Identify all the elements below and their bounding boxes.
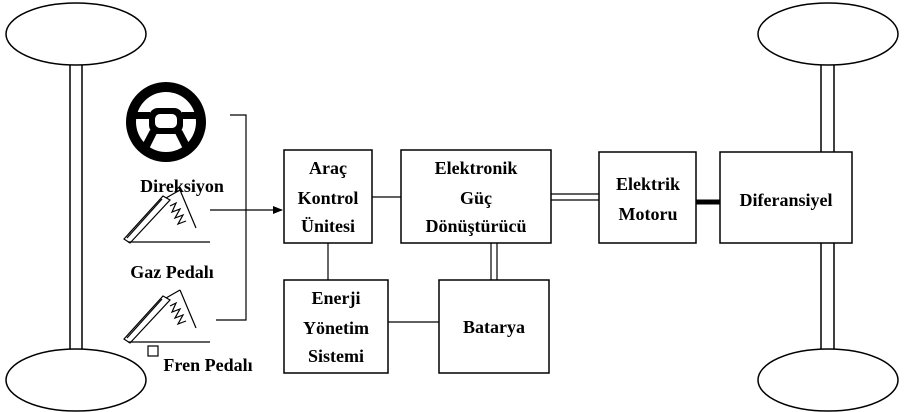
svg-text:Ünitesi: Ünitesi	[301, 216, 355, 236]
svg-text:Güç: Güç	[460, 188, 492, 208]
brake-pedal-label: Fren Pedalı	[163, 355, 252, 375]
svg-text:Enerji: Enerji	[312, 288, 361, 308]
svg-text:Elektronik: Elektronik	[435, 158, 518, 178]
gas-pedal-icon	[123, 189, 210, 244]
svg-text:Elektrik: Elektrik	[616, 174, 680, 194]
vehicle-control-unit-block: Araç Kontrol Ünitesi	[283, 149, 373, 244]
right-front-wheel	[757, 2, 899, 66]
svg-text:Yönetim: Yönetim	[303, 318, 369, 338]
svg-text:Kontrol: Kontrol	[298, 188, 359, 208]
gas-pedal-label: Gaz Pedalı	[130, 262, 214, 282]
svg-text:Diferansiyel: Diferansiyel	[740, 190, 833, 210]
electric-motor-block: Elektrik Motoru	[598, 151, 697, 244]
left-axle	[5, 2, 147, 412]
svg-text:Araç: Araç	[309, 158, 347, 178]
steering-wheel-icon	[126, 82, 206, 162]
steering-label: Direksiyon	[140, 176, 224, 196]
left-front-wheel	[5, 2, 147, 66]
connections	[327, 193, 720, 323]
right-rear-wheel	[757, 348, 899, 412]
svg-text:Batarya: Batarya	[463, 317, 525, 337]
differential-block: Diferansiyel	[719, 151, 853, 244]
energy-management-block: Enerji Yönetim Sistemi	[283, 279, 389, 374]
power-converter-block: Elektronik Güç Dönüştürücü	[400, 149, 552, 244]
svg-text:Motoru: Motoru	[619, 204, 678, 224]
left-rear-wheel	[5, 348, 147, 412]
input-bus	[210, 114, 283, 321]
right-axle	[757, 2, 899, 412]
svg-text:Dönüştürücü: Dönüştürücü	[425, 216, 526, 236]
svg-text:Sistemi: Sistemi	[308, 346, 364, 366]
brake-pedal-icon	[123, 289, 210, 357]
battery-block: Batarya	[438, 279, 550, 374]
